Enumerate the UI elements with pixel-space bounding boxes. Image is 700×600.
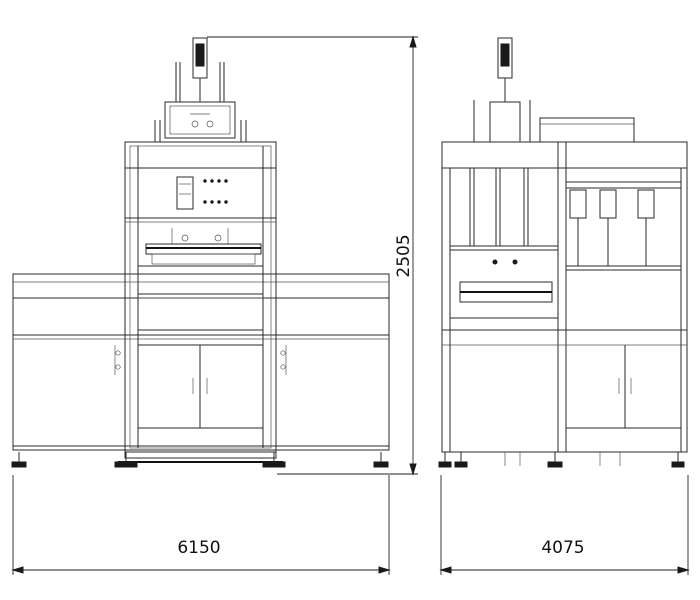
dimension-front-width: 6150 <box>11 475 391 575</box>
side-heater-carriage <box>566 181 681 271</box>
side-top-cylinder <box>473 37 635 143</box>
front-base-cabinet <box>12 273 390 451</box>
front-center-frame <box>124 141 277 453</box>
front-top-cylinder <box>154 37 247 142</box>
side-feet <box>438 452 685 468</box>
dimension-side-width-label: 4075 <box>541 538 584 558</box>
front-feet <box>11 451 389 468</box>
front-view <box>11 37 390 468</box>
side-view <box>438 37 688 468</box>
dimension-height: 2505 <box>207 35 418 476</box>
dimension-side-width: 4075 <box>439 475 690 575</box>
dimension-front-width-label: 6150 <box>177 538 220 558</box>
side-guide-rods <box>469 168 529 265</box>
dimension-height-label: 2505 <box>394 234 414 277</box>
